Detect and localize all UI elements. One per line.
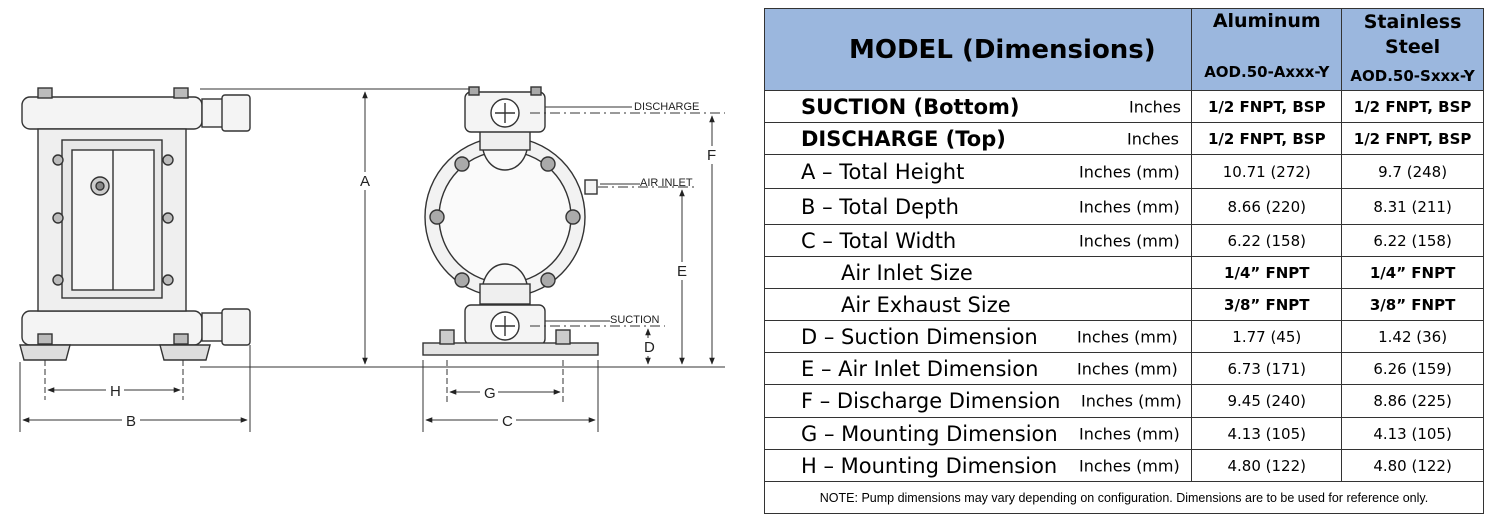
dimensions-table: MODEL (Dimensions) Aluminum AOD.50-Axxx-… [763, 8, 1484, 514]
row-label: F – Discharge Dimension [801, 389, 1061, 413]
row-description-cell: G – Mounting Dimension Inches (mm) [763, 417, 1193, 450]
stainless-value: 4.80 (122) [1341, 449, 1484, 482]
row-description-cell: H – Mounting Dimension Inches (mm) [763, 449, 1193, 482]
label-air-inlet: AIR INLET [640, 177, 693, 189]
row-description-cell: Air Exhaust Size [763, 288, 1193, 321]
header-aluminum: Aluminum AOD.50-Axxx-Y [1191, 8, 1343, 91]
row-unit: Inches (mm) [1081, 391, 1182, 411]
label-dim-c: C [502, 413, 513, 430]
header-stainless-title-2: Steel [1385, 36, 1441, 58]
aluminum-value: 1.77 (45) [1191, 320, 1343, 353]
label-dim-g: G [484, 385, 496, 402]
row-description-cell: F – Discharge Dimension Inches (mm) [763, 384, 1193, 418]
label-dim-b: B [126, 413, 136, 430]
aluminum-value: 6.73 (171) [1191, 352, 1343, 385]
stainless-value: 1.42 (36) [1341, 320, 1484, 353]
header-model: MODEL (Dimensions) [763, 8, 1193, 91]
row-description-cell: A – Total Height Inches (mm) [763, 154, 1193, 189]
aluminum-value: 4.80 (122) [1191, 449, 1343, 482]
row-unit: Inches (mm) [1079, 424, 1180, 443]
row-label: D – Suction Dimension [801, 324, 1038, 349]
table-row: A – Total Height Inches (mm) 10.71 (272)9.… [763, 154, 1484, 189]
table-row: F – Discharge Dimension Inches (mm) 9.45 (… [763, 384, 1484, 418]
side-view [19, 87, 251, 361]
row-description-cell: B – Total Depth Inches (mm) [763, 188, 1193, 225]
aluminum-value: 6.22 (158) [1191, 224, 1343, 257]
stainless-value: 4.13 (105) [1341, 417, 1484, 450]
aluminum-value: 1/2 FNPT, BSP [1191, 90, 1343, 123]
row-label: DISCHARGE (Top) [801, 126, 1006, 151]
row-description-cell: C – Total Width Inches (mm) [763, 224, 1193, 257]
stainless-value: 1/4” FNPT [1341, 256, 1484, 289]
aluminum-value: 1/2 FNPT, BSP [1191, 122, 1343, 155]
table-note: NOTE: Pump dimensions may vary depending… [764, 481, 1484, 514]
label-dim-d: D [644, 339, 655, 356]
table-row: C – Total Width Inches (mm) 6.22 (158)6.22… [763, 224, 1484, 257]
label-dim-e: E [677, 263, 687, 280]
label-discharge: DISCHARGE [634, 101, 699, 113]
stainless-value: 8.86 (225) [1341, 384, 1484, 418]
header-stainless: Stainless Steel AOD.50-Sxxx-Y [1341, 8, 1484, 91]
header-aluminum-title: Aluminum [1212, 9, 1321, 32]
aluminum-value: 9.45 (240) [1191, 384, 1343, 418]
stainless-value: 1/2 FNPT, BSP [1341, 122, 1484, 155]
row-unit: Inches (mm) [1079, 456, 1180, 475]
aluminum-value: 1/4” FNPT [1191, 256, 1343, 289]
row-description-cell: D – Suction Dimension Inches (mm) [763, 320, 1193, 353]
row-unit: Inches [1127, 129, 1179, 148]
row-label: Air Exhaust Size [841, 292, 1011, 317]
stainless-value: 6.22 (158) [1341, 224, 1484, 257]
table-row: B – Total Depth Inches (mm) 8.66 (220)8.31… [763, 188, 1484, 225]
note-row: NOTE: Pump dimensions may vary depending… [764, 481, 1484, 514]
row-unit: Inches (mm) [1077, 359, 1178, 378]
row-label: H – Mounting Dimension [801, 453, 1058, 478]
table-header-row: MODEL (Dimensions) Aluminum AOD.50-Axxx-… [763, 8, 1484, 91]
row-description-cell: DISCHARGE (Top) Inches [763, 122, 1193, 155]
pump-dimension-drawing: DISCHARGE AIR INLET SUCTION A F E D H B … [19, 86, 725, 432]
table-row: E – Air Inlet Dimension Inches (mm) 6.73 (… [763, 352, 1484, 385]
row-unit: Inches (mm) [1079, 231, 1180, 250]
row-description-cell: E – Air Inlet Dimension Inches (mm) [763, 352, 1193, 385]
header-stainless-title-1: Stainless [1363, 11, 1462, 33]
aluminum-value: 10.71 (272) [1191, 154, 1343, 189]
aluminum-value: 8.66 (220) [1191, 188, 1343, 225]
label-dim-f: F [707, 147, 716, 164]
row-unit: Inches (mm) [1077, 327, 1178, 346]
stainless-value: 6.26 (159) [1341, 352, 1484, 385]
label-dim-h: H [110, 383, 121, 400]
header-stainless-code: AOD.50-Sxxx-Y [1350, 67, 1475, 85]
stainless-value: 9.7 (248) [1341, 154, 1484, 189]
row-unit: Inches (mm) [1079, 197, 1180, 216]
row-label: A – Total Height [801, 159, 965, 184]
row-label: C – Total Width [801, 228, 957, 253]
row-unit: Inches (mm) [1079, 162, 1180, 181]
front-view [422, 86, 599, 356]
table-row: D – Suction Dimension Inches (mm) 1.77 (45… [763, 320, 1484, 353]
stainless-value: 3/8” FNPT [1341, 288, 1484, 321]
row-label: G – Mounting Dimension [801, 421, 1058, 446]
aluminum-value: 3/8” FNPT [1191, 288, 1343, 321]
row-label: E – Air Inlet Dimension [801, 356, 1039, 381]
table-row: G – Mounting Dimension Inches (mm) 4.13 (1… [763, 417, 1484, 450]
aluminum-value: 4.13 (105) [1191, 417, 1343, 450]
row-label: SUCTION (Bottom) [801, 94, 1020, 119]
row-label: B – Total Depth [801, 194, 959, 219]
label-dim-a: A [360, 173, 370, 190]
table-row: H – Mounting Dimension Inches (mm) 4.80 (1… [763, 449, 1484, 482]
label-suction: SUCTION [610, 314, 660, 326]
header-aluminum-code: AOD.50-Axxx-Y [1204, 62, 1330, 81]
row-unit: Inches [1129, 97, 1181, 116]
row-description-cell: Air Inlet Size [763, 256, 1193, 289]
row-description-cell: SUCTION (Bottom) Inches [763, 90, 1193, 123]
row-label: Air Inlet Size [841, 260, 973, 285]
stainless-value: 8.31 (211) [1341, 188, 1484, 225]
stainless-value: 1/2 FNPT, BSP [1341, 90, 1484, 123]
